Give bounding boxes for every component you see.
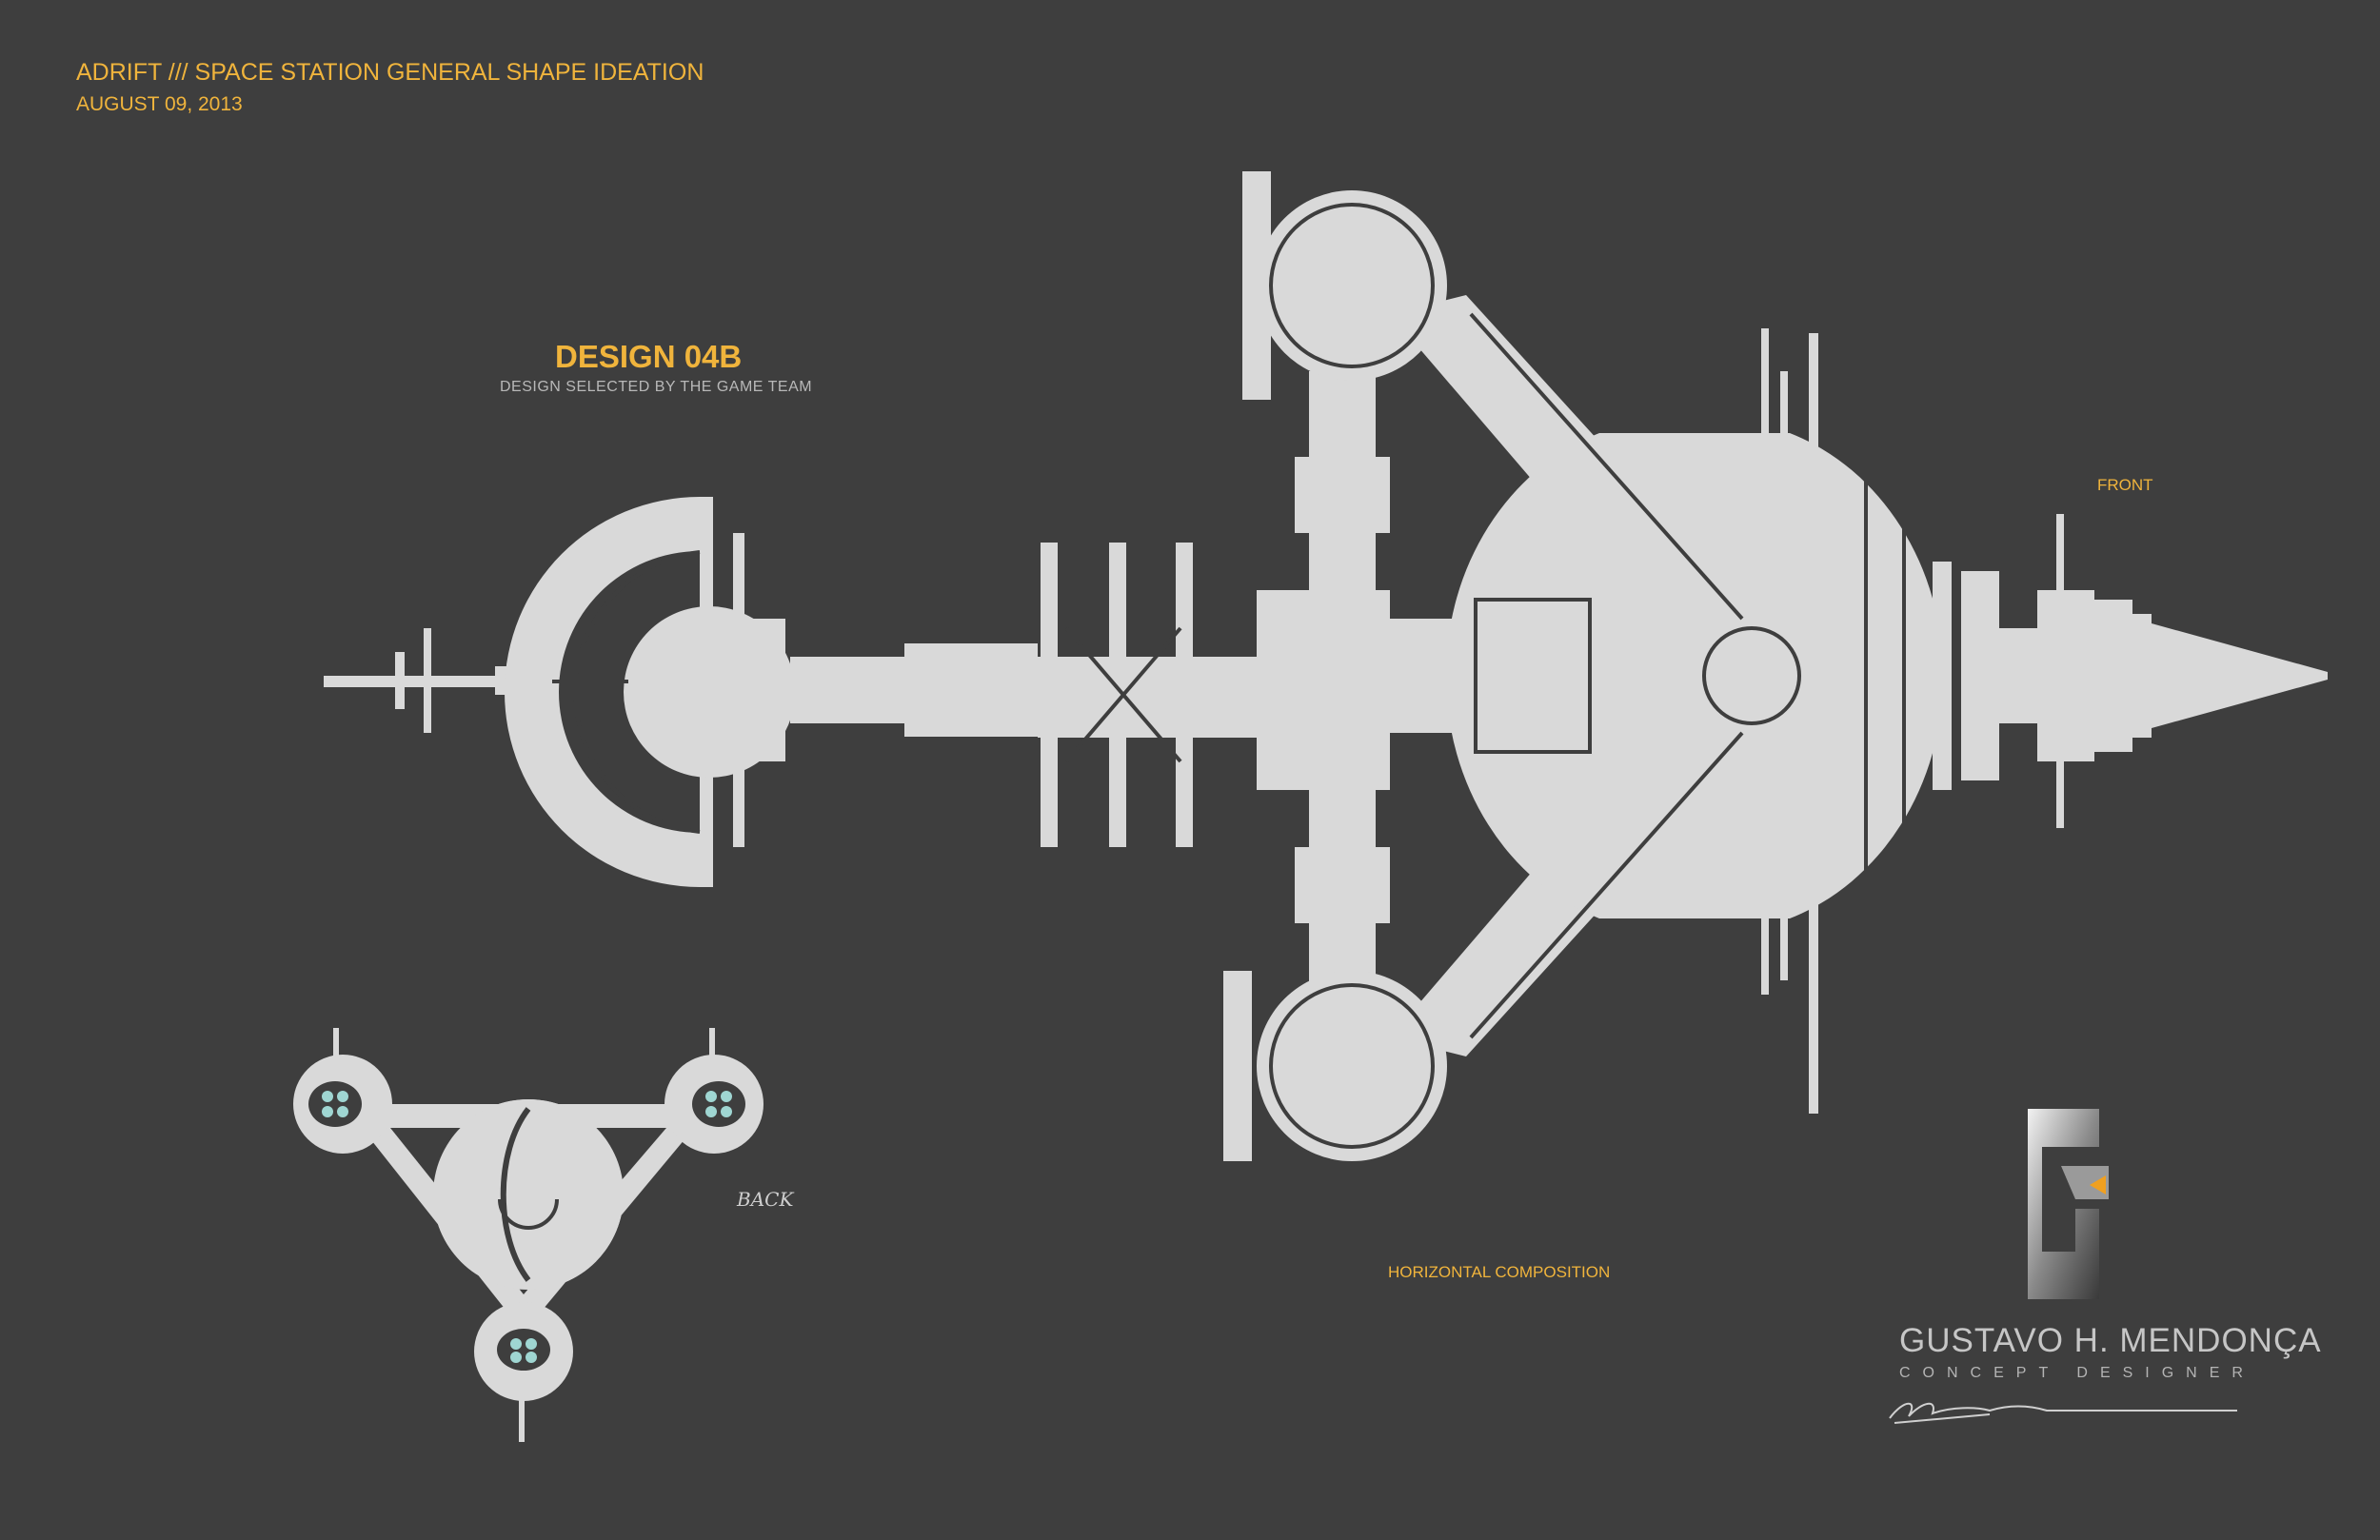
horizontal-composition-label: HORIZONTAL COMPOSITION: [1388, 1263, 1611, 1281]
sheet-date: AUGUST 09, 2013: [76, 93, 243, 115]
artist-logo: [2028, 1109, 2109, 1299]
sheet-title: ADRIFT /// SPACE STATION GENERAL SHAPE I…: [76, 59, 704, 86]
design-subtitle: DESIGN SELECTED BY THE GAME TEAM: [500, 379, 813, 395]
back-label: BACK: [737, 1188, 794, 1211]
station-back-view-details: [308, 1081, 745, 1371]
design-title: DESIGN 04B: [555, 339, 743, 374]
artist-signature: [1889, 1402, 2237, 1424]
artist-role: CONCEPT DESIGNER: [1899, 1365, 2255, 1381]
artist-name: GUSTAVO H. MENDONÇA: [1899, 1322, 2322, 1359]
station-side-view: [324, 171, 2328, 1161]
station-side-view-details: [552, 203, 1906, 1149]
front-label: FRONT: [2097, 476, 2153, 494]
